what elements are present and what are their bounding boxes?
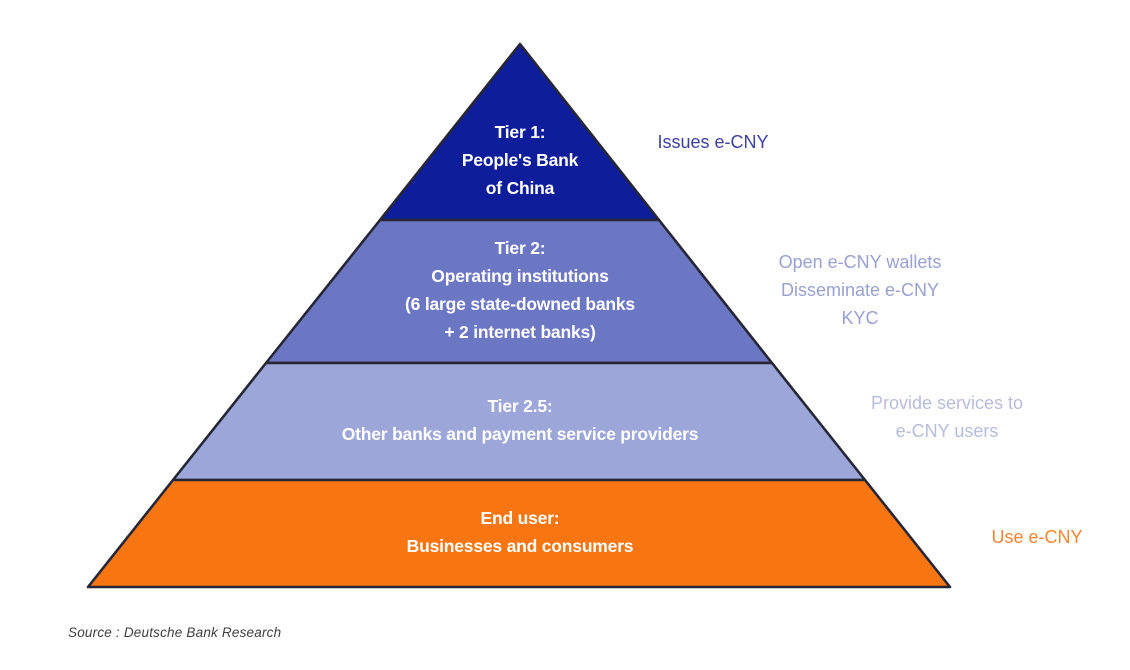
tier1-label-line: of China <box>485 178 555 198</box>
tier2-label-line: Operating institutions <box>431 266 609 286</box>
end-user-label: End user: Businesses and consumers <box>320 504 720 560</box>
tier1-label-line: People's Bank <box>461 150 579 170</box>
tier1-label: Tier 1: People's Bank of China <box>370 118 670 202</box>
source-note: Source : Deutsche Bank Research <box>68 625 282 640</box>
tier2-5-label-line: Tier 2.5: <box>487 396 553 416</box>
tier1-annotation-line: Issues e-CNY <box>657 132 769 152</box>
tier2-annotation-line: Disseminate e-CNY <box>780 280 940 300</box>
tier2-5-label: Tier 2.5: Other banks and payment servic… <box>290 392 750 448</box>
tier2-5-annotation: Provide services to e-CNY users <box>838 389 1056 445</box>
tier1-label-line: Tier 1: <box>494 122 546 142</box>
end-user-annotation: Use e-CNY <box>948 523 1126 551</box>
end-user-annotation-line: Use e-CNY <box>991 527 1083 547</box>
tier2-label-line: (6 large state-downed banks <box>405 294 635 314</box>
tier2-label: Tier 2: Operating institutions (6 large … <box>340 234 700 346</box>
tier2-5-annotation-line: Provide services to <box>870 393 1024 413</box>
tier2-annotation-line: Open e-CNY wallets <box>778 252 942 272</box>
tier2-annotation: Open e-CNY wallets Disseminate e-CNY KYC <box>750 248 970 332</box>
tier2-5-label-line: Other banks and payment service provider… <box>341 424 699 444</box>
tier2-label-line: Tier 2: <box>494 238 546 258</box>
tier1-annotation: Issues e-CNY <box>603 128 823 156</box>
end-user-label-line: Businesses and consumers <box>406 536 634 556</box>
tier2-5-annotation-line: e-CNY users <box>895 421 999 441</box>
tier2-label-line: + 2 internet banks) <box>444 322 596 342</box>
end-user-shape <box>86 478 952 589</box>
end-user-label-line: End user: <box>480 508 560 528</box>
tier2-annotation-line: KYC <box>841 308 879 328</box>
